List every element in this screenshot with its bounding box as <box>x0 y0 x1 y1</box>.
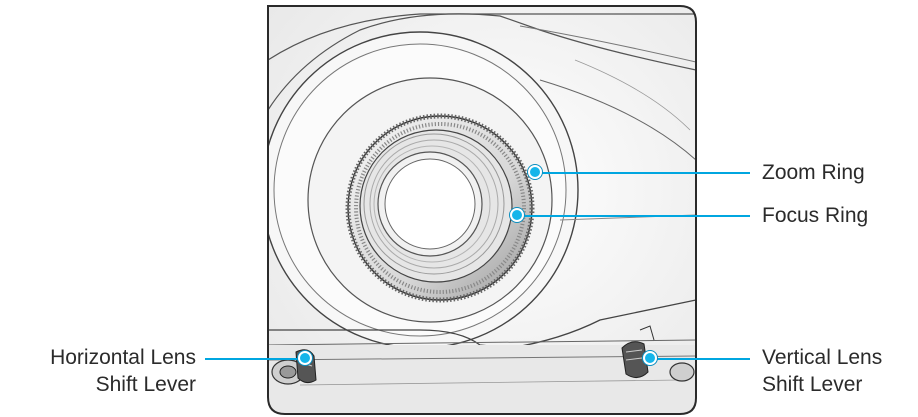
horizontal-shift-label-line1: Horizontal Lens <box>50 346 196 369</box>
focus-ring-callout-line <box>518 215 750 217</box>
vertical-shift-label-line2: Shift Lever <box>762 373 863 396</box>
horizontal-shift-callout-line <box>205 358 305 360</box>
vertical-shift-label: Vertical Lens Shift Lever <box>762 344 882 398</box>
lens-rings <box>345 113 535 303</box>
projector-panel <box>268 6 696 414</box>
horizontal-shift-label: Horizontal Lens Shift Lever <box>6 344 196 398</box>
focus-ring-callout-dot <box>510 208 524 222</box>
vertical-shift-lever-drawing <box>621 325 695 382</box>
vertical-shift-callout-line <box>650 358 750 360</box>
horizontal-shift-label-line2: Shift Lever <box>95 373 196 396</box>
vertical-shift-callout-dot <box>643 351 657 365</box>
zoom-ring-label: Zoom Ring <box>762 161 865 184</box>
zoom-ring-callout-line <box>536 172 750 174</box>
horizontal-shift-callout-dot <box>298 351 312 365</box>
zoom-ring-callout-dot <box>528 165 542 179</box>
vertical-shift-label-line1: Vertical Lens <box>762 346 883 369</box>
focus-ring-label: Focus Ring <box>762 204 869 227</box>
